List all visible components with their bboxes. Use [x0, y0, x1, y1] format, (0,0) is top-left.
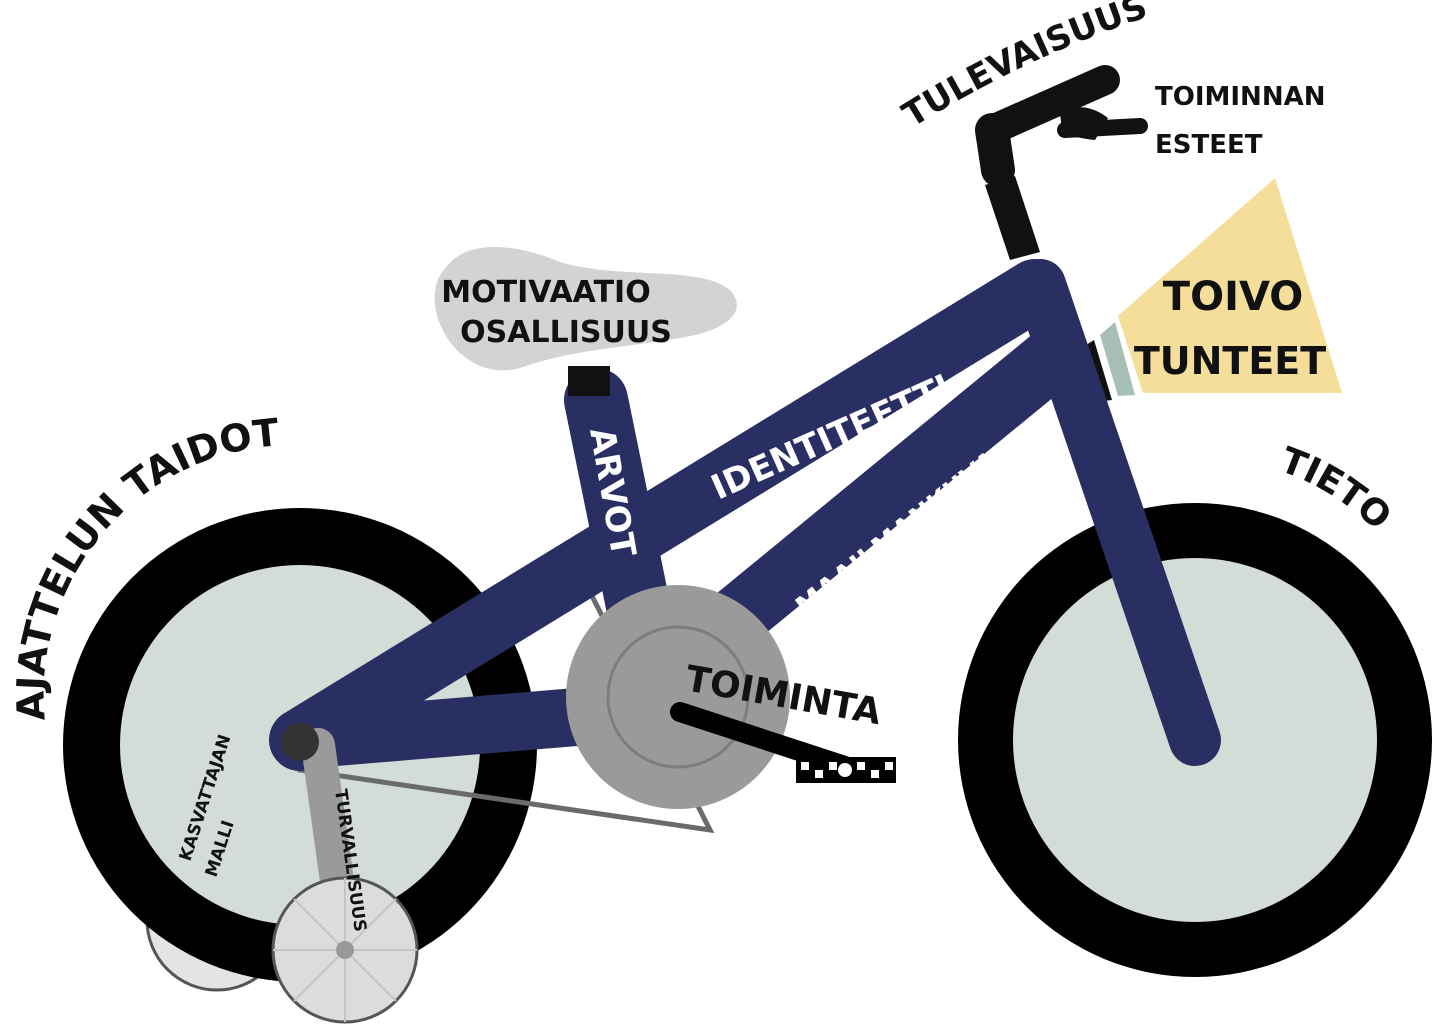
label-tieto-path: TIETO: [1275, 440, 1399, 538]
label-toiminnan: TOIMINNAN: [1155, 82, 1325, 112]
label-toivo: TOIVO: [1163, 274, 1303, 320]
label-tieto: TIETO: [1275, 440, 1399, 538]
seat-post: [568, 366, 610, 396]
front-hub: [1175, 715, 1215, 755]
label-motivaatio: MOTIVAATIO: [441, 275, 650, 310]
label-osallisuus: OSALLISUUS: [460, 315, 672, 350]
head-tube: [985, 176, 1040, 260]
pedal-spindle: [838, 763, 852, 777]
rear-hub: [281, 723, 319, 761]
label-esteet: ESTEET: [1155, 130, 1263, 160]
training-wheel-hub: [336, 941, 354, 959]
label-tunteet: TUNTEET: [1134, 339, 1326, 383]
